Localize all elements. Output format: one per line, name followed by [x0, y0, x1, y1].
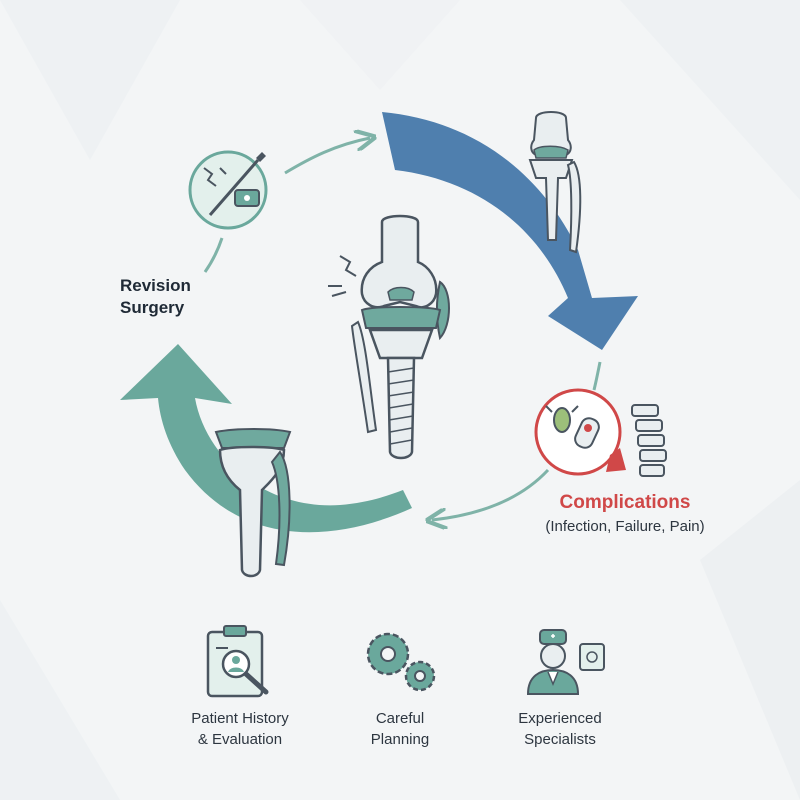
careful-planning-label: Careful Planning — [315, 708, 485, 750]
revision-surgery-icon — [188, 150, 268, 230]
green-curved-arrow — [120, 344, 412, 533]
patient-history-line2: & Evaluation — [197, 731, 283, 748]
doctor-icon — [526, 629, 605, 695]
revision-surgery-label: Revision Surgery — [120, 275, 240, 319]
thin-arrow-bottom — [432, 468, 550, 520]
thin-arrow-top — [284, 138, 370, 175]
gears-icon — [366, 632, 436, 692]
clipboard-search-icon — [206, 625, 269, 698]
patient-history-line1: Patient History — [191, 710, 289, 727]
experienced-specialists-line1: Experienced — [518, 710, 602, 727]
complications-subtitle: (Infection, Failure, Pain) — [545, 518, 705, 535]
careful-planning-line2: Planning — [370, 731, 430, 748]
experienced-specialists-label: Experienced Specialists — [475, 708, 645, 750]
tibia-implant-icon — [214, 428, 292, 578]
small-knee-implant-icon — [528, 111, 582, 254]
center-knee-implant-icon — [328, 214, 450, 460]
spine-icon — [606, 404, 667, 477]
careful-planning-line1: Careful — [375, 710, 425, 727]
revision-label-line2: Surgery — [120, 298, 185, 317]
blue-curved-arrow — [382, 112, 638, 350]
thin-arrow-right-connector — [592, 361, 602, 391]
patient-history-label: Patient History & Evaluation — [155, 708, 325, 750]
revision-label-line1: Revision — [120, 276, 191, 295]
thin-arrow-revision-connector — [203, 237, 224, 273]
experienced-specialists-line2: Specialists — [524, 731, 596, 748]
complications-title: Complications — [559, 492, 691, 513]
complications-icon — [534, 388, 622, 476]
